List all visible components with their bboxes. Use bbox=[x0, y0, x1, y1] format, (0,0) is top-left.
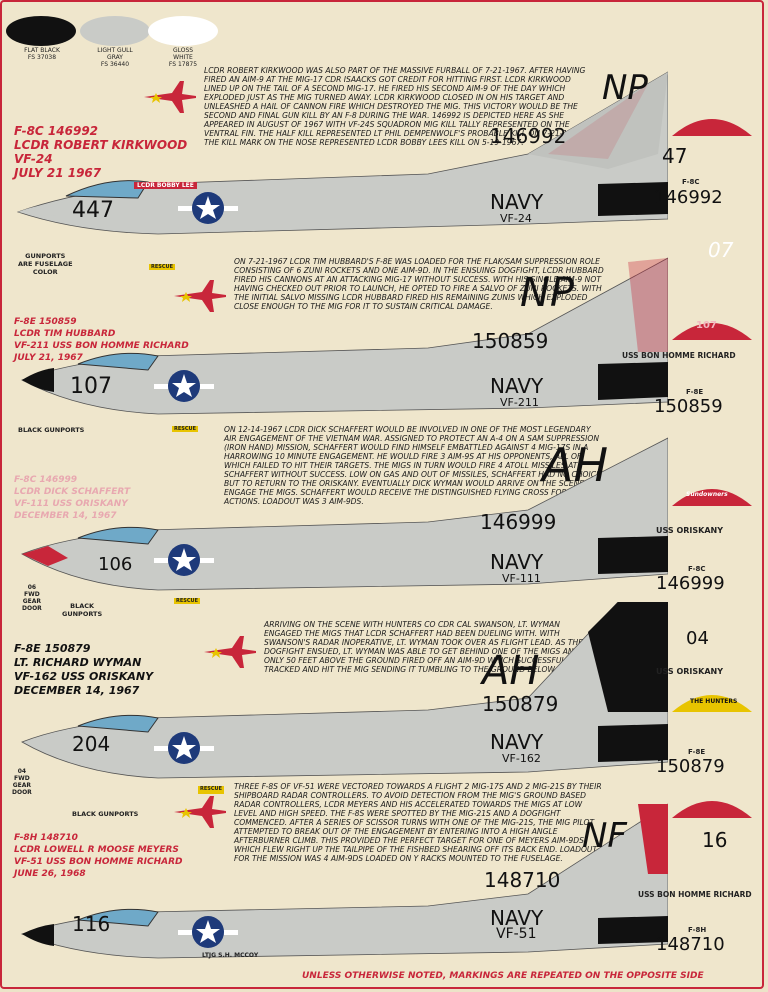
serial-number: 146999 bbox=[480, 510, 557, 534]
callout-serial: 146999 bbox=[656, 573, 725, 594]
serial-number: 150859 bbox=[472, 329, 549, 353]
modex-number: 107 bbox=[70, 374, 112, 399]
callout-type: F-8E bbox=[686, 388, 704, 396]
callout-type: F-8H bbox=[688, 926, 707, 934]
modex-number: 204 bbox=[72, 732, 111, 756]
serial-number: 150879 bbox=[482, 692, 559, 716]
callout-serial: 150879 bbox=[656, 756, 725, 777]
history-text: LCDR ROBERT KIRKWOOD WAS ALSO PART OF TH… bbox=[204, 66, 586, 147]
mig-silhouette-icon bbox=[174, 796, 226, 828]
aircraft-profile bbox=[16, 71, 668, 235]
swatch-gloss-white bbox=[148, 16, 218, 46]
callout-modex: 16 bbox=[702, 828, 728, 852]
callout-ship: USS BON HOMME RICHARD bbox=[638, 890, 752, 899]
history-text: ON 12-14-1967 LCDR DICK SCHAFFERT WOULD … bbox=[224, 425, 601, 506]
badge-shape bbox=[672, 119, 752, 136]
aircraft-profile bbox=[20, 803, 668, 959]
tail-code: NF bbox=[582, 816, 627, 856]
callout-modex: 47 bbox=[662, 144, 688, 168]
history-text: ON 7-21-1967 LCDR TIM HUBBARD'S F-8E WAS… bbox=[234, 257, 604, 311]
callout-type: F-8C bbox=[688, 565, 706, 573]
tail-code: NP bbox=[520, 270, 575, 316]
gunport-note: BLACK GUNPORTS bbox=[18, 426, 85, 434]
modex-number: 116 bbox=[72, 912, 111, 936]
rescue-label: RESCUE bbox=[198, 786, 225, 792]
star-insignia-icon bbox=[172, 374, 196, 397]
history-text: ARRIVING ON THE SCENE WITH HUNTERS CO CD… bbox=[264, 620, 592, 674]
callout-ship: USS ORISKANY bbox=[656, 667, 724, 676]
pilot-name: LTJG S.H. McCOY bbox=[202, 952, 259, 959]
footer-note: UNLESS OTHERWISE NOTED, MARKINGS ARE REP… bbox=[302, 971, 704, 981]
navy-marking: NAVY bbox=[490, 730, 544, 754]
star-insignia-icon bbox=[196, 196, 220, 219]
navy-marking: NAVY bbox=[490, 190, 544, 214]
swatch-gull-gray bbox=[80, 16, 150, 46]
mig-silhouette-icon bbox=[174, 280, 226, 312]
aircraft-profile bbox=[21, 437, 668, 591]
callout-badge: THE HUNTERS bbox=[690, 698, 738, 705]
modex-number: 106 bbox=[98, 554, 133, 575]
badge-shape bbox=[672, 489, 752, 506]
serial-number: 148710 bbox=[484, 868, 561, 892]
aircraft-profile bbox=[21, 602, 668, 779]
squadron-marking: VF-24 bbox=[500, 212, 532, 225]
callout-badge: 107 bbox=[696, 320, 717, 331]
callout-ship: USS ORISKANY bbox=[656, 526, 724, 535]
history-text: THREE F-8s OF VF-51 WERE VECTORED TOWARD… bbox=[234, 782, 602, 863]
star-insignia-icon bbox=[172, 736, 196, 759]
navy-marking: NAVY bbox=[490, 374, 544, 398]
callout-badge: Sundowners bbox=[686, 491, 728, 498]
swatch-flat-black bbox=[6, 16, 76, 46]
callout-modex: 04 bbox=[686, 628, 709, 649]
squadron-marking: VF-111 bbox=[502, 572, 541, 585]
callout-serial: 148710 bbox=[656, 934, 725, 955]
squadron-marking: VF-162 bbox=[502, 752, 541, 765]
serial-number: 146992 bbox=[490, 124, 567, 148]
star-insignia-icon bbox=[172, 548, 196, 571]
tail-code: AH bbox=[482, 648, 540, 694]
mig-silhouette-icon bbox=[144, 81, 196, 113]
tail-code: NP bbox=[602, 68, 648, 108]
callout-type: F-8E bbox=[688, 748, 706, 756]
mig-silhouette-icon bbox=[204, 636, 256, 668]
callout-type: F-8C bbox=[682, 178, 700, 186]
navy-marking: NAVY bbox=[490, 550, 544, 574]
navy-marking: NAVY bbox=[490, 906, 544, 930]
rescue-label: RESCUE bbox=[149, 264, 176, 270]
badge-shape bbox=[672, 323, 752, 340]
rescue-label: RESCUE bbox=[174, 598, 201, 604]
callout-ship: USS BON HOMME RICHARD bbox=[622, 351, 736, 360]
badge-shape bbox=[672, 695, 752, 712]
squadron-marking: VF-211 bbox=[500, 396, 539, 409]
modex-number: 447 bbox=[72, 198, 114, 223]
callout-serial: 146992 bbox=[654, 187, 723, 208]
rescue-label: RESCUE bbox=[172, 426, 199, 432]
tail-code: AH bbox=[542, 438, 609, 492]
star-insignia-icon bbox=[196, 920, 220, 943]
gunport-note: BLACK GUNPORTS bbox=[72, 810, 139, 818]
callout-modex: 07 bbox=[708, 238, 734, 262]
squadron-marking: VF-51 bbox=[496, 926, 537, 942]
callout-serial: 150859 bbox=[654, 396, 723, 417]
aircraft-profile bbox=[21, 257, 668, 415]
pilot-name: LCDR BOBBY LEE bbox=[134, 182, 197, 189]
badge-shape bbox=[672, 801, 752, 818]
